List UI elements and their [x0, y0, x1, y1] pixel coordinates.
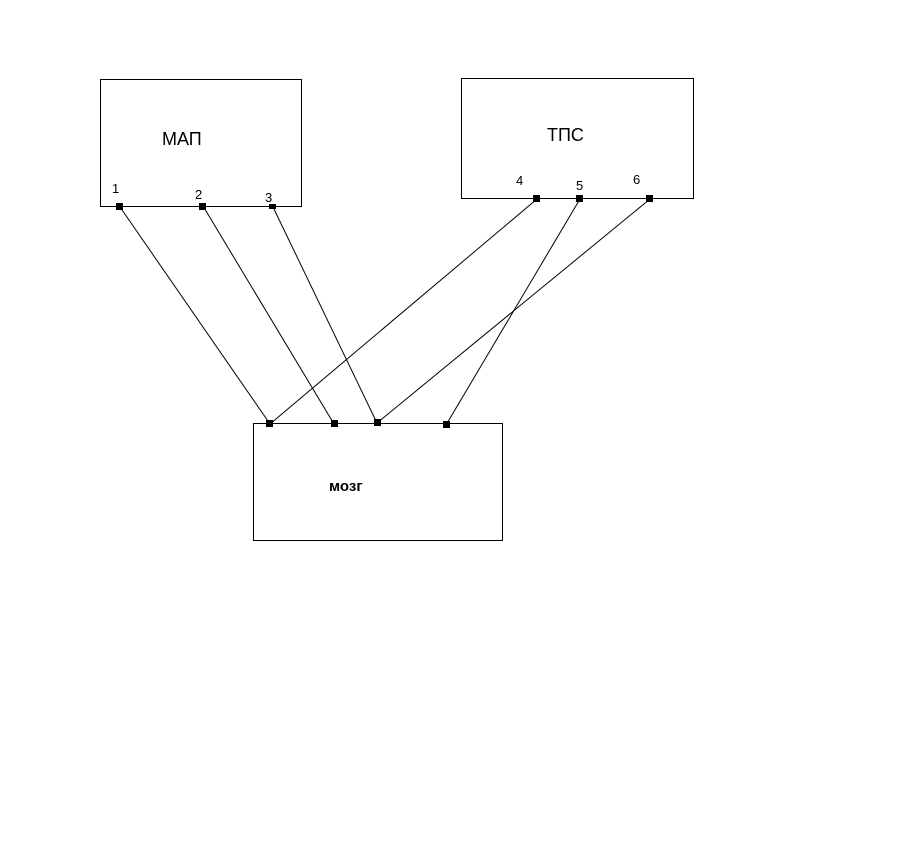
- brain-pin-a[interactable]: [266, 420, 273, 427]
- wire-4: [269, 198, 538, 425]
- wire-6: [376, 198, 651, 424]
- wire-1: [119, 206, 271, 425]
- pin-label-3: 3: [265, 190, 272, 205]
- map-block[interactable]: [100, 79, 302, 207]
- pin-label-2: 2: [195, 187, 202, 202]
- tps-block-label: ТПС: [547, 125, 584, 145]
- map-pin-3[interactable]: [269, 204, 276, 209]
- pin-label-1: 1: [112, 181, 119, 196]
- tps-pin-6[interactable]: [646, 195, 653, 202]
- tps-pin-5[interactable]: [576, 195, 583, 202]
- brain-pin-c[interactable]: [374, 419, 381, 426]
- pin-label-4: 4: [516, 173, 523, 188]
- pin-label-5: 5: [576, 178, 583, 193]
- brain-pin-d[interactable]: [443, 421, 450, 428]
- wire-2: [202, 205, 335, 425]
- brain-block[interactable]: [253, 423, 503, 541]
- pin-label-6: 6: [633, 172, 640, 187]
- map-pin-1[interactable]: [116, 203, 123, 210]
- wire-3: [272, 206, 378, 424]
- brain-block-label: мозг: [329, 478, 363, 495]
- map-block-label: МАП: [162, 129, 202, 149]
- tps-pin-4[interactable]: [533, 195, 540, 202]
- tps-block[interactable]: [461, 78, 694, 199]
- map-pin-2[interactable]: [199, 203, 206, 210]
- brain-pin-b[interactable]: [331, 420, 338, 427]
